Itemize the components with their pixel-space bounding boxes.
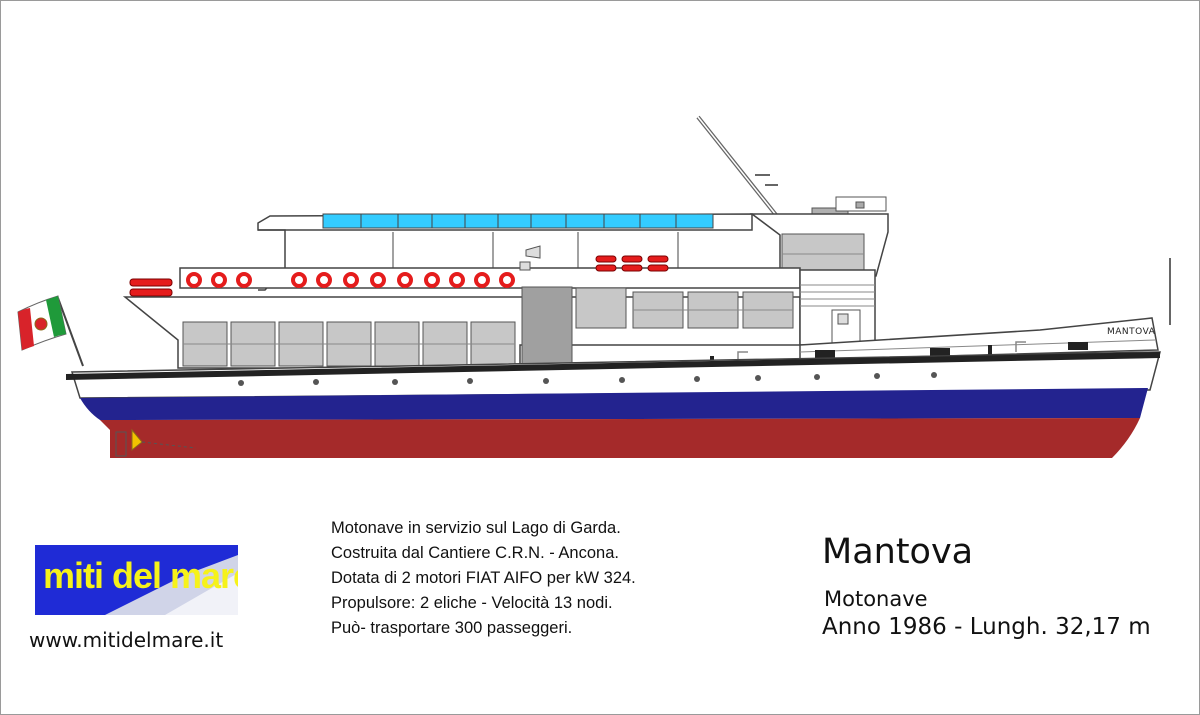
ship-description: Motonave in servizio sul Lago di Garda. …: [331, 516, 636, 641]
ship-name-title: Mantova: [822, 532, 974, 572]
description-line: Dotata di 2 motori FIAT AIFO per kW 324.: [331, 569, 636, 587]
rudder: [115, 431, 127, 457]
roof-glass: [322, 213, 714, 229]
logo-sail-shape: [105, 555, 238, 615]
portholes: [238, 372, 937, 386]
hull-red: [100, 418, 1140, 458]
miti-del-mare-logo: miti del mare: [35, 545, 238, 615]
hull-blue: [80, 388, 1148, 420]
lifebuoys-upper: [186, 272, 515, 288]
upper-deck: [179, 267, 801, 289]
hull-white: [70, 351, 1161, 399]
description-line: Costruita dal Cantiere C.R.N. - Ancona.: [331, 544, 619, 562]
propeller: [131, 428, 143, 452]
flag-staff: [57, 297, 84, 367]
hull-name-label: MANTOVA: [1107, 327, 1156, 337]
ship-type: Motonave: [824, 587, 928, 611]
side-door: [521, 286, 573, 369]
logo-text: miti del mare: [43, 555, 238, 596]
rub-rail: [66, 352, 1160, 380]
website-url: www.mitidelmare.it: [29, 628, 224, 652]
life-rafts: [129, 255, 669, 297]
description-line: Può- trasportare 300 passeggeri.: [331, 619, 573, 637]
description-line: Motonave in servizio sul Lago di Garda.: [331, 519, 621, 537]
ship-drawing: MANTOVA: [17, 115, 1171, 458]
description-line: Propulsore: 2 eliche - Velocità 13 nodi.: [331, 594, 613, 612]
ship-specs: Anno 1986 - Lungh. 32,17 m: [822, 614, 1151, 640]
